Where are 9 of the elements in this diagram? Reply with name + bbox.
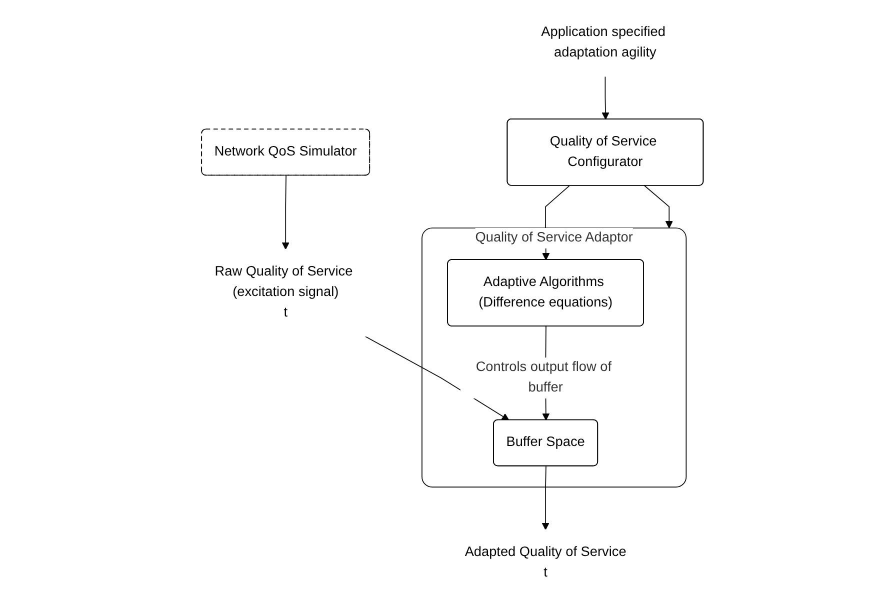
arrow: [644, 184, 673, 228]
arrow: [364, 335, 510, 420]
arrow: [602, 75, 610, 120]
node-text: Raw Quality of Service (excitation signal) t: [214, 264, 353, 320]
edge-label: Controls output flow of buffer: [476, 360, 612, 395]
node-text: Adapted Quality of Service t: [464, 544, 626, 580]
arrow: [282, 174, 290, 250]
node-text: Application specified adaptation agility: [541, 24, 666, 60]
arrow: [542, 465, 550, 530]
